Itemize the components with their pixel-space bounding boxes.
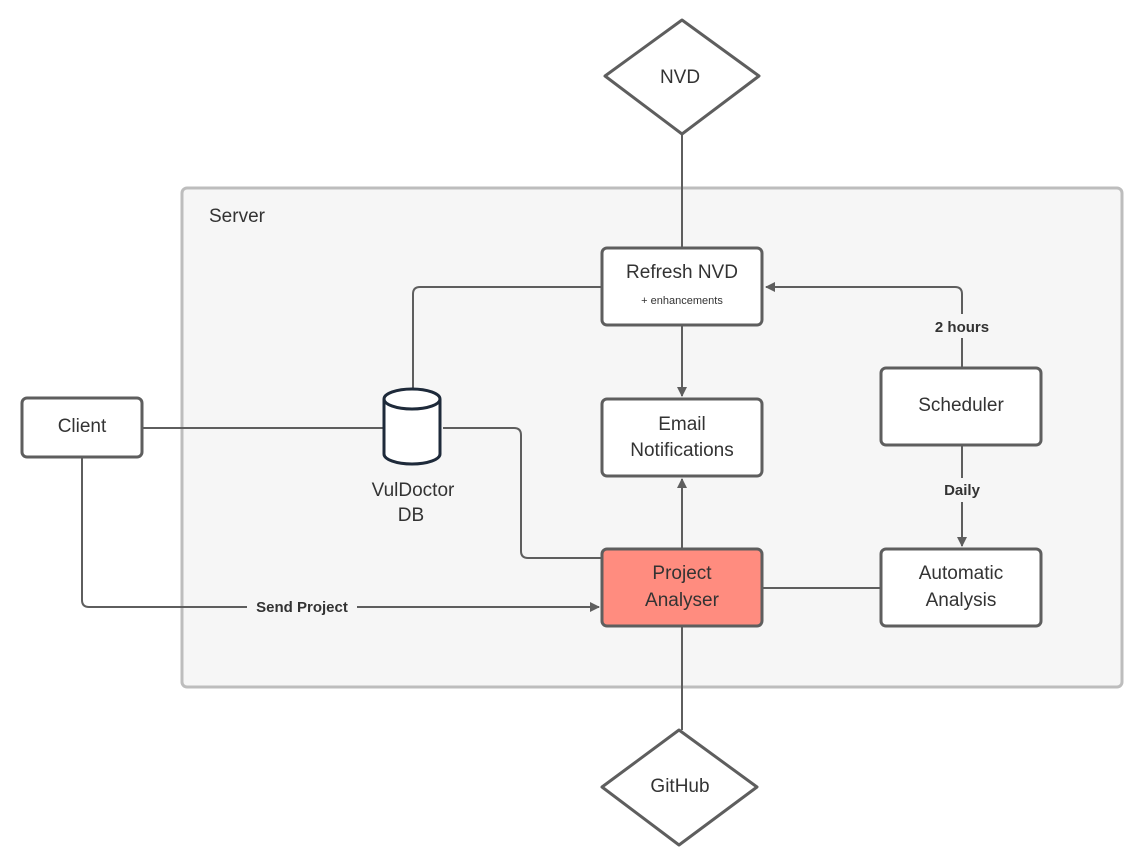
node-vuldoctor-db[interactable]: VulDoctor DB (372, 387, 455, 526)
refresh-nvd-sublabel: + enhancements (641, 295, 723, 307)
db-label-line1: VulDoctor (372, 480, 455, 501)
edge-label-send-project: Send Project (256, 599, 348, 616)
email-label-line2: Notifications (630, 440, 734, 461)
node-email-notifications[interactable]: Email Notifications (600, 397, 764, 478)
automatic-label-line2: Analysis (926, 590, 997, 611)
node-github[interactable]: GitHub (600, 728, 759, 847)
db-label-line2: DB (398, 505, 424, 526)
diamond-shape (600, 728, 759, 847)
cylinder-top (382, 387, 442, 411)
box-shape (600, 246, 764, 327)
box-shape (20, 396, 144, 459)
node-project-analyser[interactable]: Project Analyser (600, 547, 764, 628)
edge-db-analyser (443, 427, 602, 559)
node-nvd[interactable]: NVD (603, 18, 761, 136)
github-label: GitHub (650, 776, 709, 797)
edge-label-daily: Daily (944, 482, 981, 499)
edges (81, 135, 967, 730)
box-shape (879, 366, 1043, 447)
scheduler-label: Scheduler (918, 395, 1004, 416)
box-shape (879, 547, 1043, 628)
node-scheduler[interactable]: Scheduler (879, 366, 1043, 447)
edge-refresh-db (412, 286, 602, 391)
email-label-line1: Email (658, 414, 706, 435)
client-label: Client (58, 416, 107, 437)
edge-label-2-hours: 2 hours (935, 319, 989, 336)
cylinder-body (382, 399, 442, 466)
analyser-label-line2: Analyser (645, 590, 720, 611)
automatic-label-line1: Automatic (919, 563, 1003, 584)
edge-scheduler-refresh (765, 282, 963, 368)
server-label: Server (209, 206, 266, 227)
edge-labels: 2 hours Daily Send Project (247, 314, 999, 617)
node-client[interactable]: Client (20, 396, 144, 459)
box-shape (600, 397, 764, 478)
node-automatic-analysis[interactable]: Automatic Analysis (879, 547, 1043, 628)
nvd-label: NVD (660, 67, 700, 88)
edge-client-analyser (81, 458, 600, 612)
box-shape (600, 547, 764, 628)
analyser-label-line1: Project (652, 563, 712, 584)
refresh-nvd-label: Refresh NVD (626, 262, 738, 283)
node-refresh-nvd[interactable]: Refresh NVD + enhancements (600, 246, 764, 327)
diamond-shape (603, 18, 761, 136)
